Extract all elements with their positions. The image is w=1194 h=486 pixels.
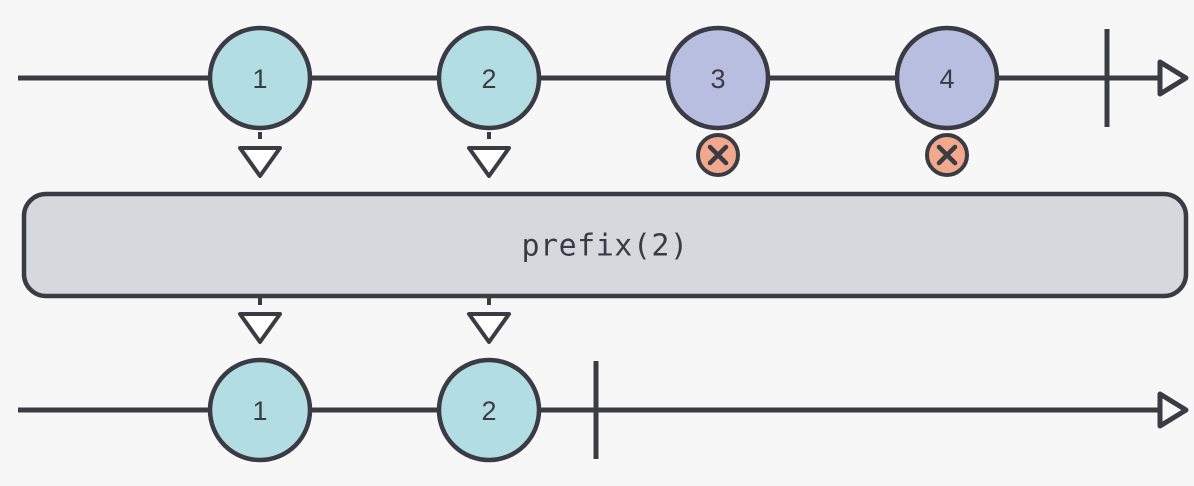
marble-value-label: 3 bbox=[710, 64, 725, 94]
marble-value-label: 1 bbox=[252, 64, 267, 94]
marble-circle bbox=[207, 25, 313, 131]
down-arrow-icon bbox=[467, 146, 511, 178]
operator-box[interactable]: prefix(2) bbox=[21, 191, 1189, 299]
connectors-out-of-operator bbox=[238, 298, 511, 344]
source-timeline: 1 2 3 4 bbox=[18, 25, 1189, 131]
marble-value-label: 2 bbox=[481, 396, 496, 426]
output-marble-2[interactable]: 2 bbox=[436, 357, 542, 463]
connector-into-operator-1 bbox=[238, 132, 282, 178]
connector-out-of-operator-2 bbox=[467, 298, 511, 344]
marble-circle bbox=[436, 357, 542, 463]
output-marble-1[interactable]: 1 bbox=[207, 357, 313, 463]
source-marble-1[interactable]: 1 bbox=[207, 25, 313, 131]
dropped-markers bbox=[696, 133, 969, 177]
output-timeline: 1 2 bbox=[18, 357, 1189, 463]
down-arrow-icon bbox=[238, 146, 282, 178]
down-arrow-icon bbox=[238, 312, 282, 344]
marble-value-label: 1 bbox=[252, 396, 267, 426]
x-glyph-icon bbox=[707, 144, 729, 166]
dropped-marker-4[interactable] bbox=[925, 133, 969, 177]
source-marble-4[interactable]: 4 bbox=[894, 25, 1000, 131]
output-arrowhead-icon bbox=[1157, 391, 1189, 429]
marble-value-label: 2 bbox=[481, 64, 496, 94]
marble-circle bbox=[665, 25, 771, 131]
marble-circle bbox=[436, 25, 542, 131]
source-marble-2[interactable]: 2 bbox=[436, 25, 542, 131]
x-glyph-icon bbox=[936, 144, 958, 166]
dropped-marker-3[interactable] bbox=[696, 133, 740, 177]
connector-into-operator-2 bbox=[467, 132, 511, 178]
marble-circle bbox=[894, 25, 1000, 131]
marble-circle bbox=[207, 357, 313, 463]
operator-label: prefix(2) bbox=[521, 229, 688, 264]
marble-value-label: 4 bbox=[939, 64, 954, 94]
source-marble-3[interactable]: 3 bbox=[665, 25, 771, 131]
connector-out-of-operator-1 bbox=[238, 298, 282, 344]
down-arrow-icon bbox=[467, 312, 511, 344]
connectors-into-operator bbox=[238, 132, 511, 178]
operator-box-shape bbox=[21, 191, 1189, 299]
source-arrowhead-icon bbox=[1157, 59, 1189, 97]
